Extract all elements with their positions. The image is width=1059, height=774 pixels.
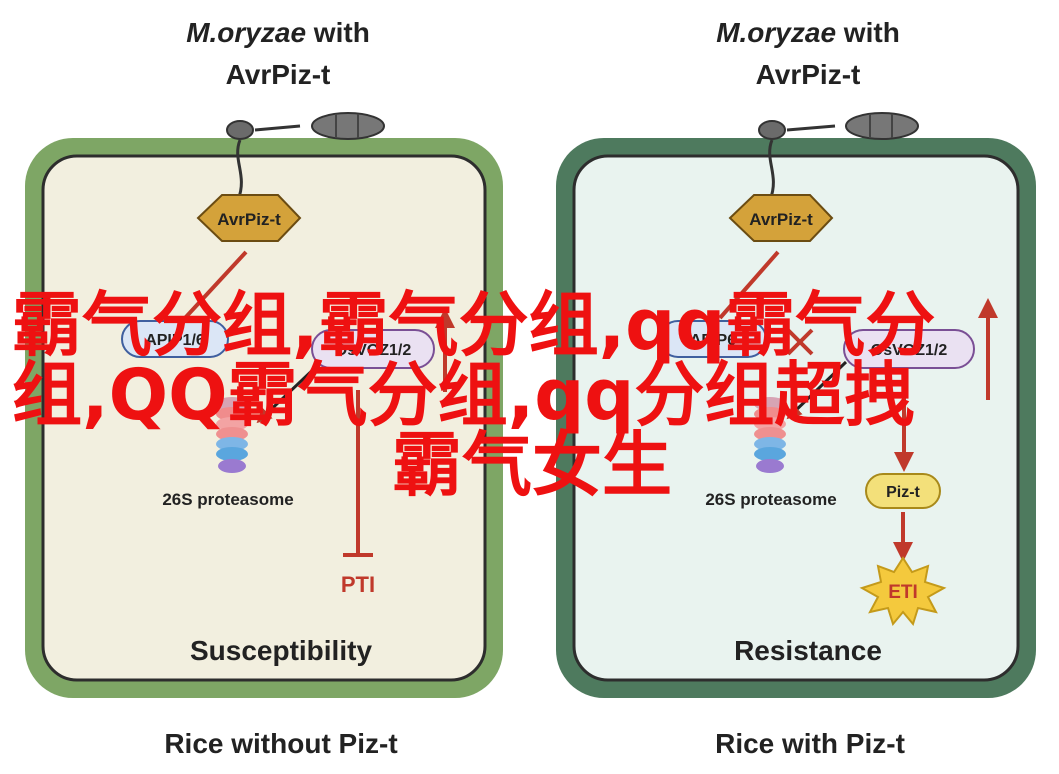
left-title-line2: AvrPiz-t bbox=[226, 59, 331, 90]
right-apip-node bbox=[659, 320, 767, 358]
right-title-line2: AvrPiz-t bbox=[756, 59, 861, 90]
right-piz-node bbox=[865, 473, 941, 509]
right-blocked-cross-icon bbox=[786, 328, 814, 356]
right-caption: Rice with Piz-t bbox=[715, 728, 905, 759]
right-piz-label: Piz-t bbox=[886, 484, 920, 501]
left-title-line1: M.oryzae with bbox=[186, 17, 370, 48]
right-title-line1: M.oryzae with bbox=[716, 17, 900, 48]
left-proteasome-label: 26S proteasome bbox=[162, 490, 293, 509]
left-pti-label: PTI bbox=[341, 572, 375, 597]
left-ospovoz-label: OsVOZ1/2 bbox=[335, 342, 412, 359]
right-ospovoz-node bbox=[843, 329, 975, 369]
left-caption: Rice without Piz-t bbox=[164, 728, 397, 759]
left-panel: M.oryzae with AvrPiz-t AvrPiz-t APIP1/6 … bbox=[25, 17, 503, 759]
left-avrpiz-label: AvrPiz-t bbox=[217, 210, 281, 229]
left-avrpiz-to-apip-line bbox=[183, 250, 248, 320]
right-avrpiz-to-apip-line bbox=[718, 250, 780, 320]
right-apip-label: APIP6 bbox=[690, 332, 736, 349]
right-proteasome-label: 26S proteasome bbox=[705, 490, 836, 509]
left-to-proteasome-arrow bbox=[256, 363, 320, 424]
right-panel: M.oryzae with AvrPiz-t AvrPiz-t APIP6 Os… bbox=[556, 17, 1036, 759]
left-ospovoz-node bbox=[311, 329, 435, 369]
left-outcome-label: Susceptibility bbox=[190, 635, 372, 666]
left-apip-node bbox=[121, 320, 229, 358]
right-avrpiz-node bbox=[728, 194, 834, 242]
left-spore-icon bbox=[226, 112, 385, 201]
left-apip-label: APIP1/6 bbox=[145, 332, 205, 349]
left-proteasome-icon bbox=[216, 397, 248, 473]
left-avrpiz-node bbox=[196, 194, 302, 242]
right-eti-label: ETI bbox=[888, 582, 918, 603]
right-eti-burst bbox=[859, 556, 947, 627]
right-outcome-label: Resistance bbox=[734, 635, 882, 666]
right-ospovoz-label: OsVOZ1/2 bbox=[871, 342, 948, 359]
right-avrpiz-label: AvrPiz-t bbox=[749, 210, 813, 229]
right-spore-icon bbox=[758, 112, 919, 201]
right-proteasome-icon bbox=[754, 397, 786, 473]
right-to-proteasome-arrow bbox=[786, 360, 848, 420]
